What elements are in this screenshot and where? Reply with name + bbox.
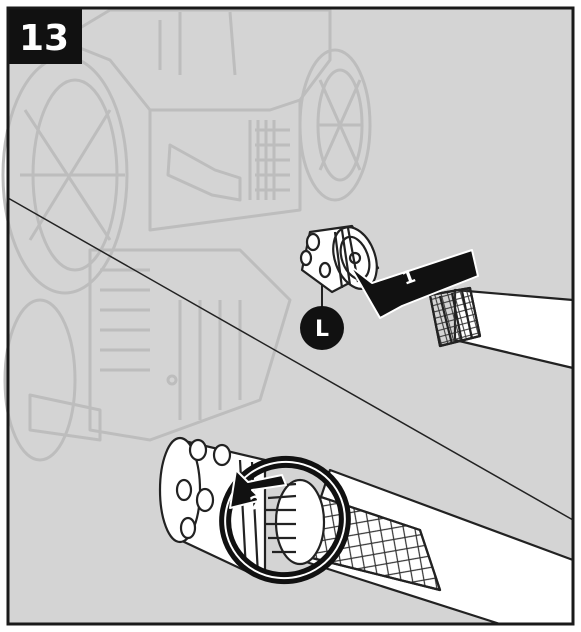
- panel-divider-line: [7, 197, 574, 521]
- callout-l-badge: L: [300, 306, 344, 350]
- figure-frame: [6, 6, 575, 626]
- callout-l-label: L: [315, 317, 329, 342]
- arrow-2-label: 2: [248, 491, 266, 515]
- step-number-badge: 13: [8, 8, 82, 64]
- arrow-2: 2: [229, 469, 287, 515]
- step-number: 13: [19, 18, 69, 59]
- connected-hose-assembly: [158, 436, 575, 626]
- arrow-1: 1: [349, 249, 479, 319]
- pressure-washer-ghost: [1, 8, 372, 462]
- garden-hose-upper: [428, 286, 575, 370]
